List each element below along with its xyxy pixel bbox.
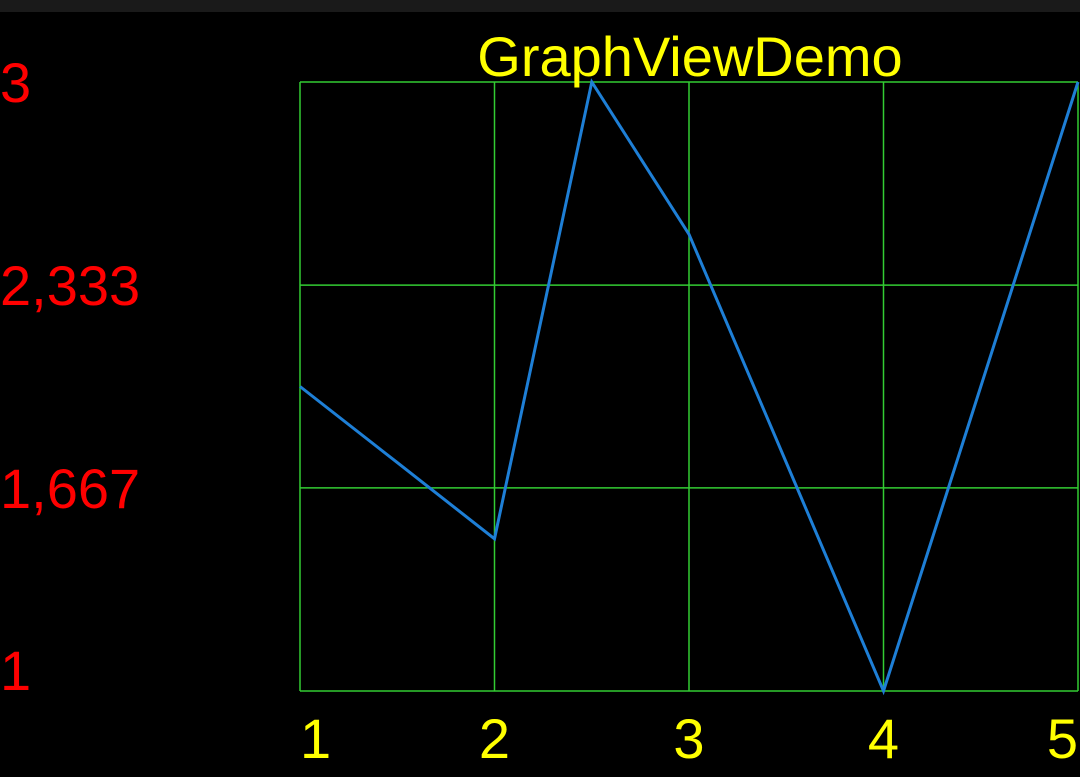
grid <box>299 81 1079 692</box>
x-tick-label: 3 <box>673 707 704 770</box>
chart-title: GraphViewDemo <box>477 25 902 88</box>
x-tick-label: 2 <box>479 707 510 770</box>
series-line-1 <box>299 78 1080 696</box>
x-tick-label: 4 <box>868 707 899 770</box>
y-tick-label: 3 <box>0 51 31 114</box>
series <box>299 78 1080 696</box>
x-axis-labels: 1 2 3 4 5 <box>300 707 1078 770</box>
x-tick-label: 5 <box>1047 707 1078 770</box>
y-tick-label: 1 <box>0 639 31 702</box>
x-tick-label: 1 <box>300 707 331 770</box>
y-tick-label: 1,667 <box>0 457 140 520</box>
y-axis-labels: 3 2,333 1,667 1 <box>0 51 140 702</box>
status-bar <box>0 0 1080 12</box>
y-tick-label: 2,333 <box>0 254 140 317</box>
